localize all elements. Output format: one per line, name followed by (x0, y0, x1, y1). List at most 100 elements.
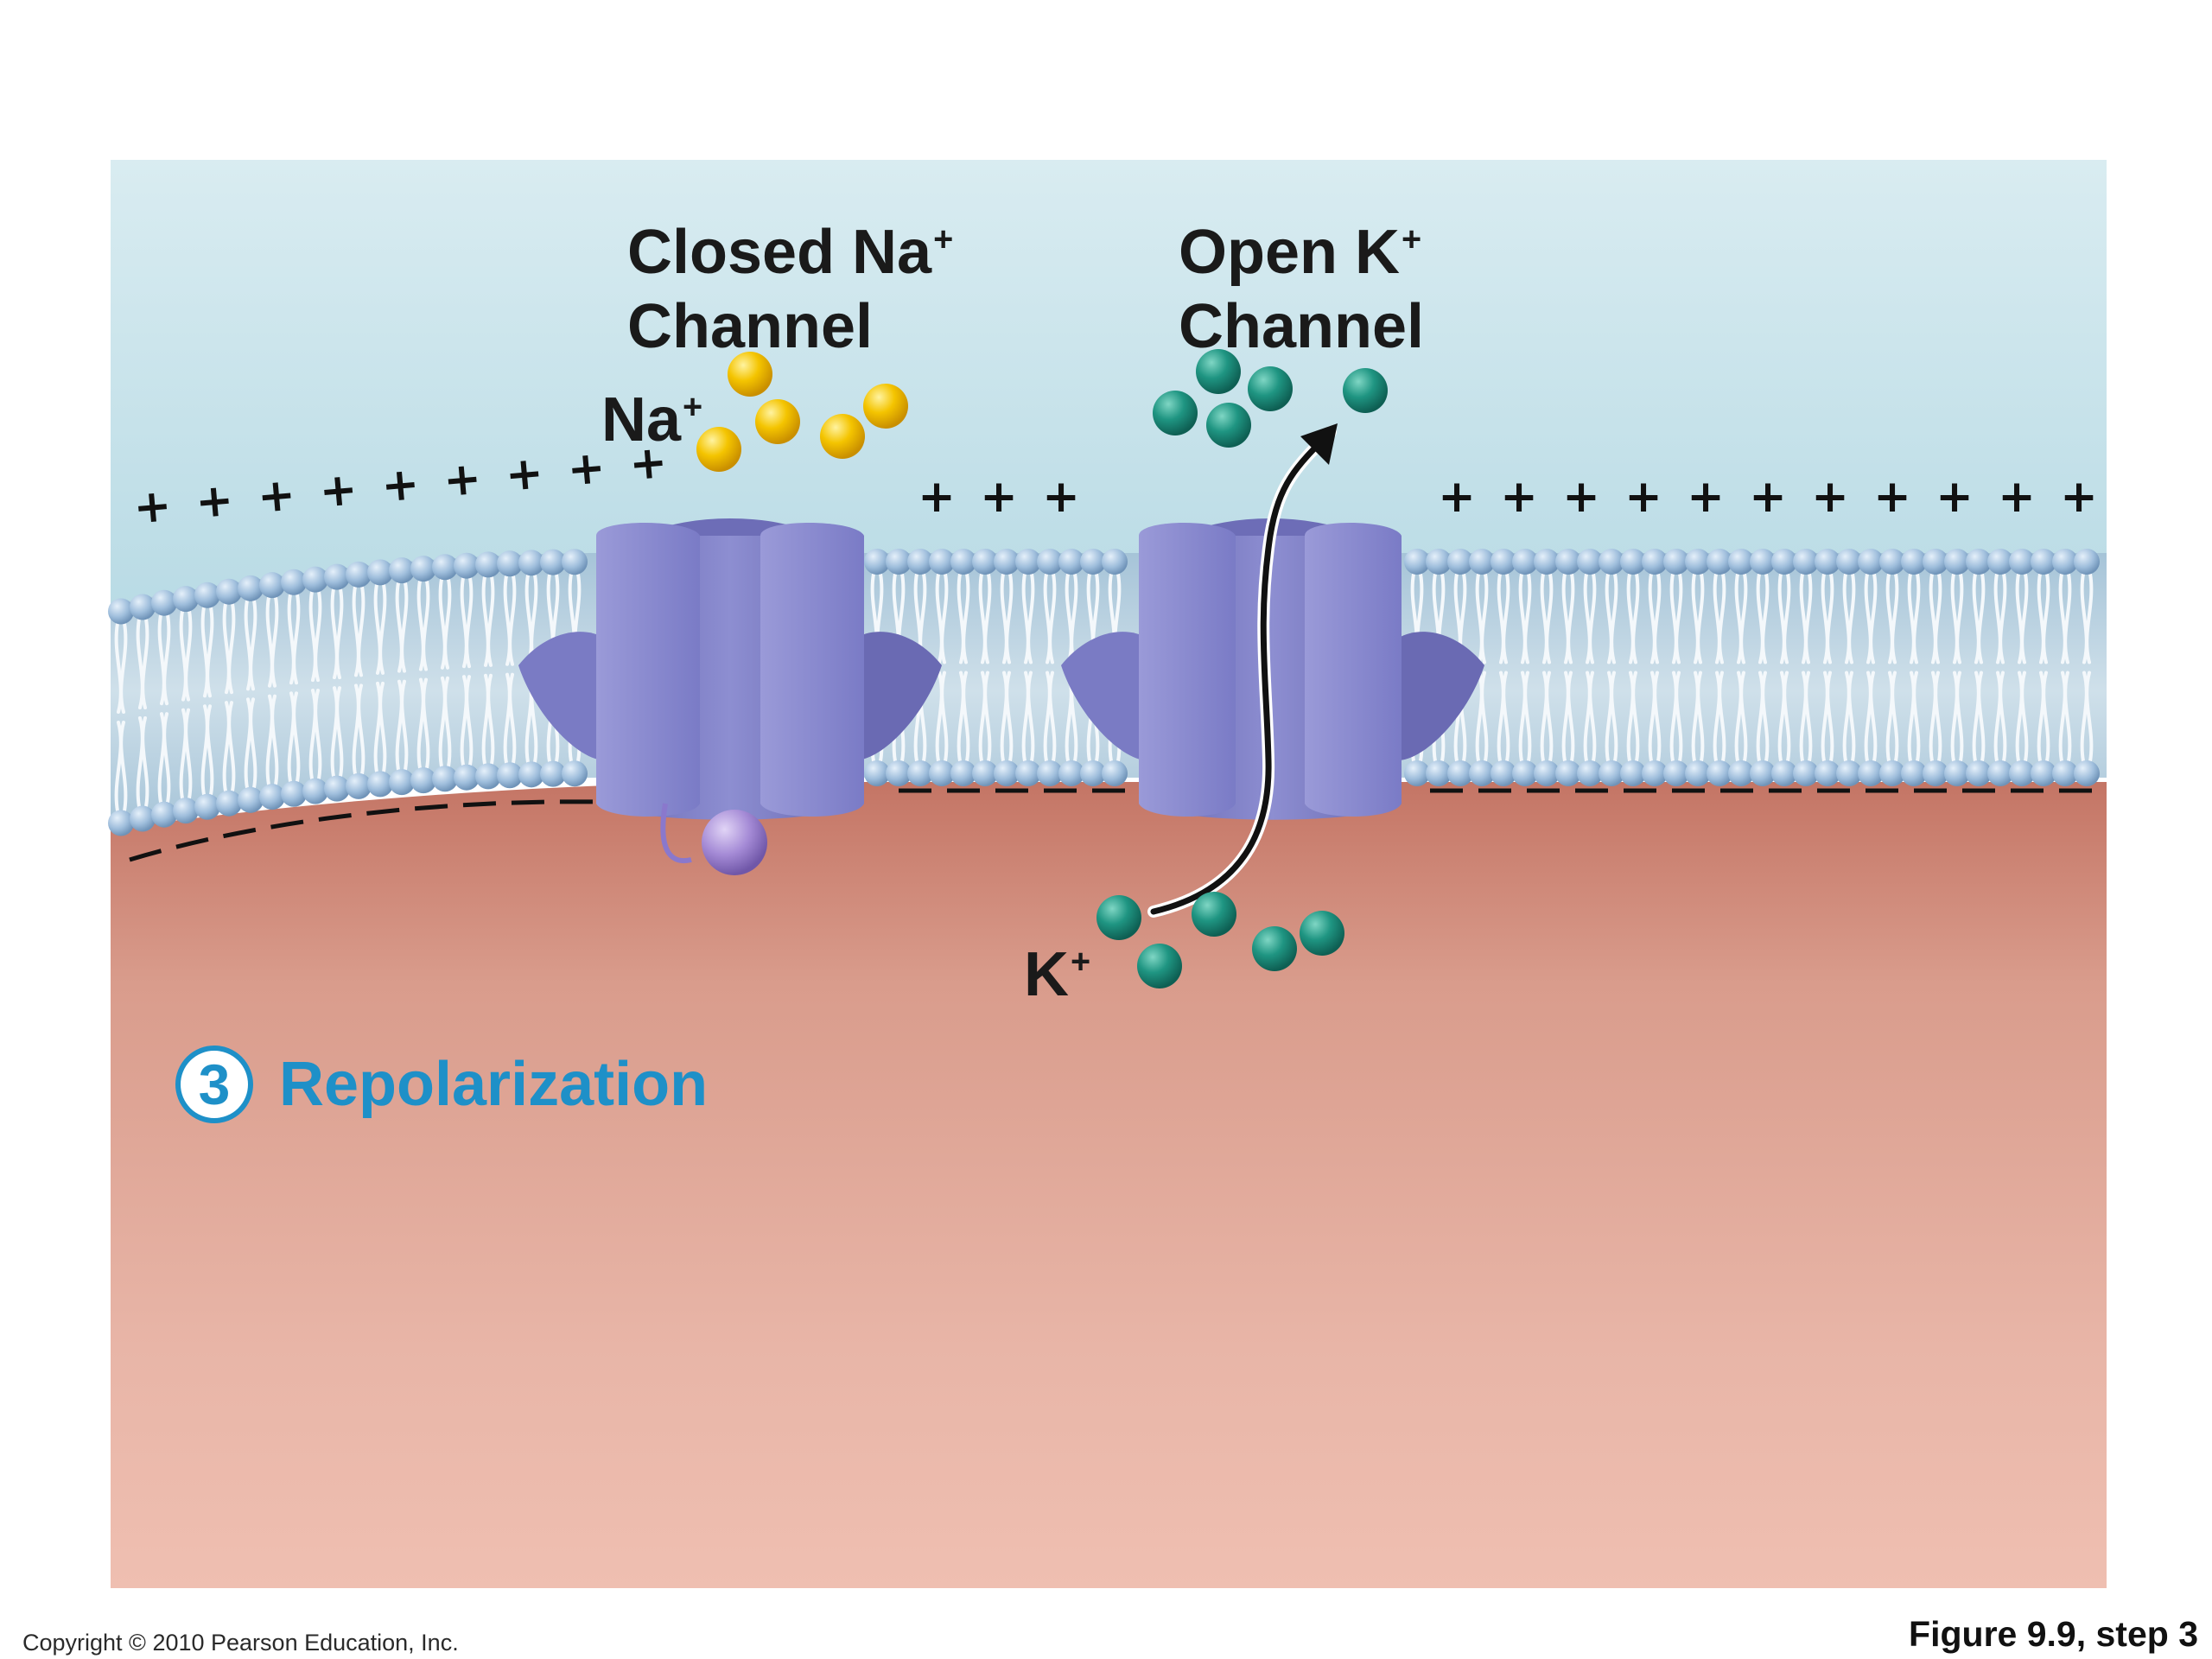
phospholipid-head (1404, 549, 1430, 575)
phospholipid-head (1944, 760, 1970, 786)
phospholipid-head (1015, 549, 1041, 575)
positive-charge: + (1873, 471, 1911, 523)
phospholipid-head (2052, 549, 2078, 575)
arrow-head (1300, 423, 1338, 465)
phospholipid-head (1577, 549, 1603, 575)
phospholipid-head (1663, 549, 1689, 575)
phospholipid-head (2009, 549, 2035, 575)
positive-charge: + (980, 471, 1018, 523)
phospholipid-head (1058, 760, 1084, 786)
phospholipid-head (346, 561, 372, 588)
phospholipid-head (1966, 549, 1992, 575)
extracellular-fluid (111, 160, 2107, 609)
phospholipid-head (1987, 549, 2013, 575)
positive-charge: + (1811, 471, 1849, 523)
positive-charges-middle: + + + (906, 471, 1092, 523)
phospholipid-head (994, 760, 1020, 786)
positive-charge: + (1500, 471, 1538, 523)
phospholipid-head (1771, 760, 1797, 786)
phospholipid-head (1512, 760, 1538, 786)
phospholipid-head (1901, 760, 1927, 786)
phospholipid-head (1491, 760, 1516, 786)
phospholipid-head (1447, 549, 1473, 575)
potassium-ion (1343, 368, 1388, 413)
phospholipid-head (864, 549, 890, 575)
phospholipid-head (1015, 760, 1041, 786)
phospholipid-head (238, 575, 264, 601)
phospholipid-head (1080, 760, 1106, 786)
phospholipid-head (1599, 760, 1624, 786)
phospholipid-head (1426, 760, 1452, 786)
phospholipid-head (1707, 549, 1732, 575)
positive-charge: + (2060, 471, 2098, 523)
phospholipid-head (130, 805, 156, 832)
phospholipid-head (302, 566, 328, 593)
potassium-ion (1196, 349, 1241, 394)
phospholipid-head (194, 582, 220, 608)
phospholipid-head (1534, 760, 1560, 786)
phospholipid-head (562, 549, 588, 575)
phospholipid-head (1037, 760, 1063, 786)
phospholipid-head (410, 556, 436, 582)
positive-charge: + (918, 471, 956, 523)
phospholipid-head (864, 760, 890, 786)
phospholipid-head (1793, 549, 1819, 575)
positive-charge: + (1687, 471, 1725, 523)
step-label: 3 Repolarization (175, 1041, 708, 1128)
phospholipid-head (238, 786, 264, 813)
potassium-ions-inside (1096, 892, 1344, 988)
phospholipid-head (2074, 549, 2100, 575)
phospholipid-head (972, 549, 998, 575)
phospholipid-head (1663, 760, 1689, 786)
positive-charge: + (503, 447, 546, 502)
phospholipid-head (929, 760, 955, 786)
potassium-ions-outside (1153, 349, 1388, 448)
phospholipid-head (281, 569, 307, 595)
phospholipid-head (1555, 549, 1581, 575)
figure-caption: Figure 9.9, step 3 (1909, 1614, 2198, 1654)
phospholipid-head (1815, 549, 1840, 575)
phospholipid-head (1620, 549, 1646, 575)
phospholipid-head (886, 760, 912, 786)
potassium-ion (1137, 944, 1182, 988)
phospholipid-head (454, 552, 480, 579)
potassium-ion (1206, 403, 1251, 448)
potassium-ion (1252, 926, 1297, 971)
phospholipid-head (1620, 760, 1646, 786)
phospholipid-head (1901, 549, 1927, 575)
phospholipid-head (1469, 760, 1495, 786)
positive-charge: + (317, 463, 359, 518)
phospholipid-head (1512, 549, 1538, 575)
phospholipid-head (194, 793, 220, 820)
positive-charge: + (565, 442, 607, 497)
phospholipid-head (259, 784, 285, 810)
sodium-ion (696, 427, 741, 472)
phospholipid-head (562, 760, 588, 787)
positive-charge: + (1749, 471, 1787, 523)
phospholipid-head (410, 767, 436, 794)
phospholipid-head (1491, 549, 1516, 575)
phospholipid-head (1836, 549, 1862, 575)
step-number-badge: 3 (175, 1046, 253, 1123)
phospholipid-head (324, 563, 350, 590)
negative-charges (129, 788, 2104, 862)
phospholipid-head (1707, 760, 1732, 786)
cytoplasm (111, 782, 2107, 1588)
phospholipid-head (1102, 549, 1128, 575)
phospholipid-head (1858, 760, 1884, 786)
phospholipid-head (1642, 549, 1668, 575)
phospholipid-head (432, 554, 458, 581)
positive-charge: + (1624, 471, 1662, 523)
phospholipid-head (1447, 760, 1473, 786)
phospholipid-head (2031, 549, 2056, 575)
phospholipid-head (1404, 760, 1430, 786)
phospholipid-head (1987, 760, 2013, 786)
positive-charge: + (1042, 471, 1080, 523)
phospholipid-head (1642, 760, 1668, 786)
phospholipid-head (259, 572, 285, 599)
positive-charge: + (131, 479, 174, 535)
phospholipid-head (1426, 549, 1452, 575)
inactivation-gate-ball (702, 810, 767, 875)
phospholipid-head (1058, 549, 1084, 575)
phospholipid-head (2009, 760, 2035, 786)
